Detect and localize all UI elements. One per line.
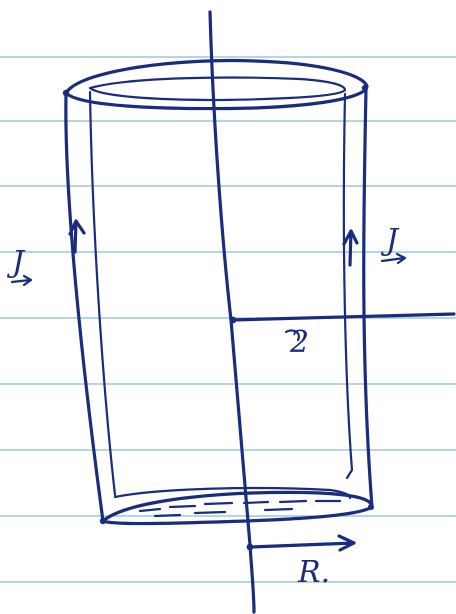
inner-radius-label: 2 — [289, 325, 309, 360]
bottom-left-dot — [99, 517, 107, 525]
central-axis — [208, 10, 256, 614]
current-label-left-vector-arrow — [10, 274, 33, 287]
bottom-right-dot — [368, 504, 374, 510]
bottom-hatching — [138, 499, 342, 518]
outer-radius-origin-dot — [246, 543, 254, 551]
outer-radius-label: R. — [297, 555, 330, 590]
right-current-arrow — [342, 229, 359, 267]
inner-wall-right — [342, 92, 354, 480]
left-current-arrow — [68, 219, 86, 254]
bottom-inner-rim — [113, 486, 352, 500]
top-left-dot — [62, 89, 70, 97]
radius-origin-dot — [229, 316, 237, 324]
bottom-outer-rim — [101, 490, 374, 526]
current-label-left: J — [6, 245, 26, 280]
top-inner-rim — [88, 76, 347, 102]
inner-radius-label-stroke — [284, 329, 300, 342]
outer-radius-arrow — [248, 534, 356, 552]
current-label-right-vector-arrow — [380, 252, 407, 265]
outer-wall-right — [362, 86, 374, 509]
inner-radius-line — [229, 312, 456, 322]
inner-wall-left — [88, 90, 117, 497]
outer-wall-left — [64, 93, 105, 523]
current-label-right: J — [380, 223, 400, 258]
